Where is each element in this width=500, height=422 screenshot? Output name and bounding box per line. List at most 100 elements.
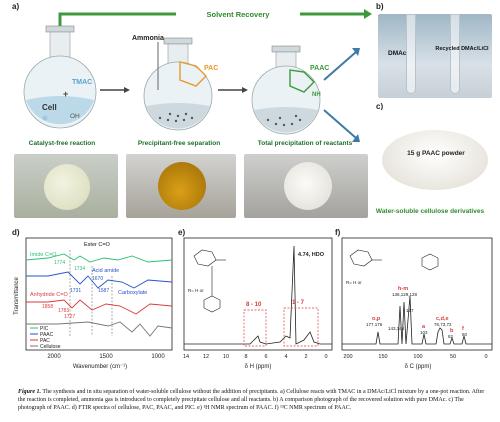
peak-82: 82 [448,334,454,339]
caption-figure-label: Figure 1. [18,389,42,395]
cell-label: Cell [42,103,57,112]
panel-label-a: a) [12,2,20,11]
hdo-label: 4.74, HDO [298,252,325,258]
annot-1587: 1587 [98,288,109,294]
arrow-to-b [323,51,357,81]
tick-2000: 2000 [47,354,61,360]
panel-label-b: b) [376,2,384,11]
peak-cde-vals: 76,73,72 [434,322,452,327]
annot-1734: 1734 [74,266,85,272]
annot-1783: 1783 [58,308,69,314]
pic-spectrum [25,253,173,263]
box-1-7-label: 1 - 7 [292,300,305,306]
tick-e-14: 14 [183,354,189,360]
box-8-10-label: 8 - 10 [246,302,262,308]
tick-e-10: 10 [223,354,229,360]
solvent-recovery-label: Solvent Recovery [207,10,271,19]
xlabel-delta-h: δ H (ppm) [245,364,272,370]
ftir-legend: PIC PAAC PAC Cellulose [30,326,61,350]
peak-f: f [462,326,464,332]
peak-143: 143,144 [388,326,405,331]
tick-e-6: 6 [264,354,267,360]
flask-2 [143,37,213,131]
peak-a: a [422,324,426,330]
peak-op: o,p [372,316,381,322]
photo-flask-3 [244,154,368,218]
legend-paac: PAAC [40,332,54,338]
arrow-to-c [323,109,357,139]
flask-3 [251,45,321,135]
annot-carboxylate: Carboxylate [118,290,147,296]
legend-cellulose: Cellulose [40,344,61,350]
paac-structure-f [349,249,439,271]
step-1-label: Catalyst-free reaction [28,140,96,147]
paac-spectrum [26,271,173,289]
peak-hm-vals: 136,129,128 [392,292,418,297]
tick-f-150: 150 [378,354,387,360]
pac-label: PAC [204,65,218,72]
reaction-scheme: Solvent Recovery TMAC + Cell OH Ammonia … [23,7,372,142]
tick-e-2: 2 [304,354,307,360]
photo-flask-1 [14,154,118,218]
h-nmr-trace [184,245,332,345]
powder-label: 15 g PAAC powder [407,150,465,157]
h-nmr-spectrum: 8 - 10 1 - 7 4.74, HDO R= H or 14 12 10 … [183,237,333,370]
annot-acid-amide: Acid amide [92,268,119,274]
panel-c-subtitle: Water-soluble cellulose derivatives [375,208,485,215]
xlabel-wavenumber: Wavenumber (cm⁻¹) [73,364,127,370]
nh4-label: NH [312,92,321,98]
ylabel-transmittance: Transmittance [14,276,20,314]
cellulose-spectrum [26,321,173,337]
annot-1670: 1670 [92,276,103,282]
plus-label: + [63,89,68,99]
paac-label: PAAC [310,65,329,72]
legend-pac: PAC [40,338,50,344]
tick-1500: 1500 [99,354,113,360]
tick-e-0: 0 [324,354,327,360]
c-nmr-spectrum: R= H or o,p 177.176 h-m 136,129,128 143,… [341,237,493,370]
tick-f-50: 50 [450,354,456,360]
box-1-7 [283,307,319,347]
peak-b: b [450,328,454,334]
peak-137: 137 [406,308,414,313]
peak-cde: c,d,e [436,316,449,322]
ftir-spectra: Transmittance 2000 1500 1000 Wavenumber … [14,237,173,370]
peak-103: 103 [420,330,428,335]
annot-1774: 1774 [54,260,65,266]
r-label-f: R= H or [346,280,362,285]
legend-pic: PIC [40,326,49,332]
tmac-label: TMAC [72,79,92,86]
dmac-label: DMAc [388,50,407,57]
paac-structure-e [193,249,226,313]
annot-1727: 1727 [64,314,75,320]
caption-text: The synthesis and in situ separation of … [18,389,485,411]
photo-panel-c: 15 g PAAC powder [378,110,492,198]
annot-1731: 1731 [70,288,81,294]
tick-f-100: 100 [413,354,422,360]
flask-1 [23,25,97,129]
step-3-label: Total precipitation of reactants [257,140,353,147]
c-nmr-trace [342,295,492,345]
annot-ester: Ester C=O [84,242,111,248]
tick-e-12: 12 [203,354,209,360]
peak-hm: h-m [398,286,408,292]
tick-f-200: 200 [343,354,352,360]
panel-label-d: d) [12,228,20,237]
figure-caption: Figure 1. The synthesis and in situ sepa… [18,388,488,412]
panel-label-f: f) [335,228,341,237]
photo-panel-b: DMAc Recycled DMAc/LiCl [378,14,492,98]
peak-60: 60 [462,332,468,337]
oh-label: OH [70,113,80,120]
peak-177: 177.176 [366,322,383,327]
tick-f-0: 0 [484,354,487,360]
annot-imide: Imide C=O [30,252,57,258]
tick-e-4: 4 [284,354,287,360]
panel-label-e: e) [178,228,186,237]
box-8-10 [243,309,267,347]
solvent-recovery-arrow [58,7,372,28]
step-2-label: Precipitant-free separation [137,140,221,147]
panel-label-c: c) [376,102,384,111]
tick-e-8: 8 [244,354,247,360]
tick-1000: 1000 [151,354,165,360]
photo-flask-2 [126,154,236,218]
